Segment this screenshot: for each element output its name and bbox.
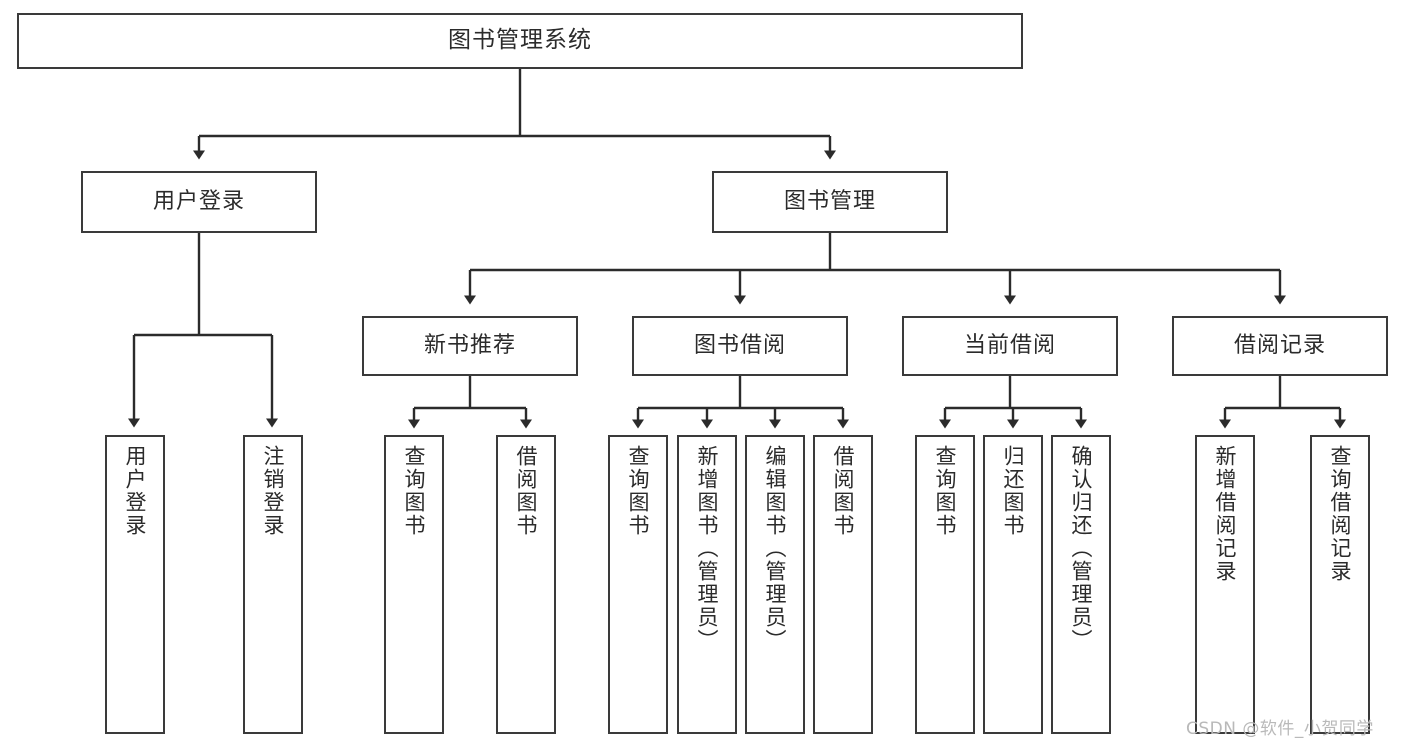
leaf-add-borrow-record[interactable]: 新增借阅记录 (1195, 435, 1255, 734)
node-label: 图书借阅 (693, 333, 786, 359)
node-label: 图书管理系统 (448, 27, 592, 54)
node-label: 图书管理 (783, 189, 876, 215)
node-label: 归还图书 (1001, 445, 1026, 537)
node-label: 借阅记录 (1233, 333, 1326, 359)
node-book-borrow[interactable]: 图书借阅 (632, 316, 848, 376)
node-user-login[interactable]: 用户登录 (81, 171, 317, 233)
node-label: 用户登录 (152, 189, 245, 215)
node-current-borrow[interactable]: 当前借阅 (902, 316, 1118, 376)
node-book-manage[interactable]: 图书管理 (712, 171, 948, 233)
node-label: 查询借阅记录 (1328, 445, 1353, 583)
node-label: 注销登录 (261, 445, 286, 537)
leaf-query-borrow-record[interactable]: 查询借阅记录 (1310, 435, 1370, 734)
node-label: 借阅图书 (514, 445, 539, 537)
leaf-edit-book-admin[interactable]: 编辑图书（管理员） (745, 435, 805, 734)
leaf-query-book-current-borrow-group[interactable]: 查询图书 (915, 435, 975, 734)
node-label: 编辑图书（管理员） (763, 445, 788, 652)
node-label: 查询图书 (402, 445, 427, 537)
node-label: 新增借阅记录 (1213, 445, 1238, 583)
node-root-book-management-system[interactable]: 图书管理系统 (17, 13, 1023, 69)
node-new-book-recommendation[interactable]: 新书推荐 (362, 316, 578, 376)
leaf-query-book-new-book-group[interactable]: 查询图书 (384, 435, 444, 734)
node-label: 当前借阅 (963, 333, 1056, 359)
leaf-query-book-borrow-group[interactable]: 查询图书 (608, 435, 668, 734)
node-label: 新增图书（管理员） (695, 445, 720, 652)
node-label: 查询图书 (626, 445, 651, 537)
node-label: 查询图书 (933, 445, 958, 537)
csdn-watermark: CSDN @软件_小贺同学 (1186, 719, 1374, 739)
node-label: 用户登录 (123, 445, 148, 537)
node-label: 确认归还（管理员） (1069, 445, 1094, 652)
leaf-add-book-admin[interactable]: 新增图书（管理员） (677, 435, 737, 734)
leaf-borrow-book-new-book-group[interactable]: 借阅图书 (496, 435, 556, 734)
leaf-confirm-return-admin[interactable]: 确认归还（管理员） (1051, 435, 1111, 734)
node-label: 新书推荐 (423, 333, 516, 359)
leaf-borrow-book-borrow-group[interactable]: 借阅图书 (813, 435, 873, 734)
node-borrow-record[interactable]: 借阅记录 (1172, 316, 1388, 376)
node-label: 借阅图书 (831, 445, 856, 537)
leaf-return-book[interactable]: 归还图书 (983, 435, 1043, 734)
leaf-logout-login[interactable]: 注销登录 (243, 435, 303, 734)
leaf-user-login[interactable]: 用户登录 (105, 435, 165, 734)
